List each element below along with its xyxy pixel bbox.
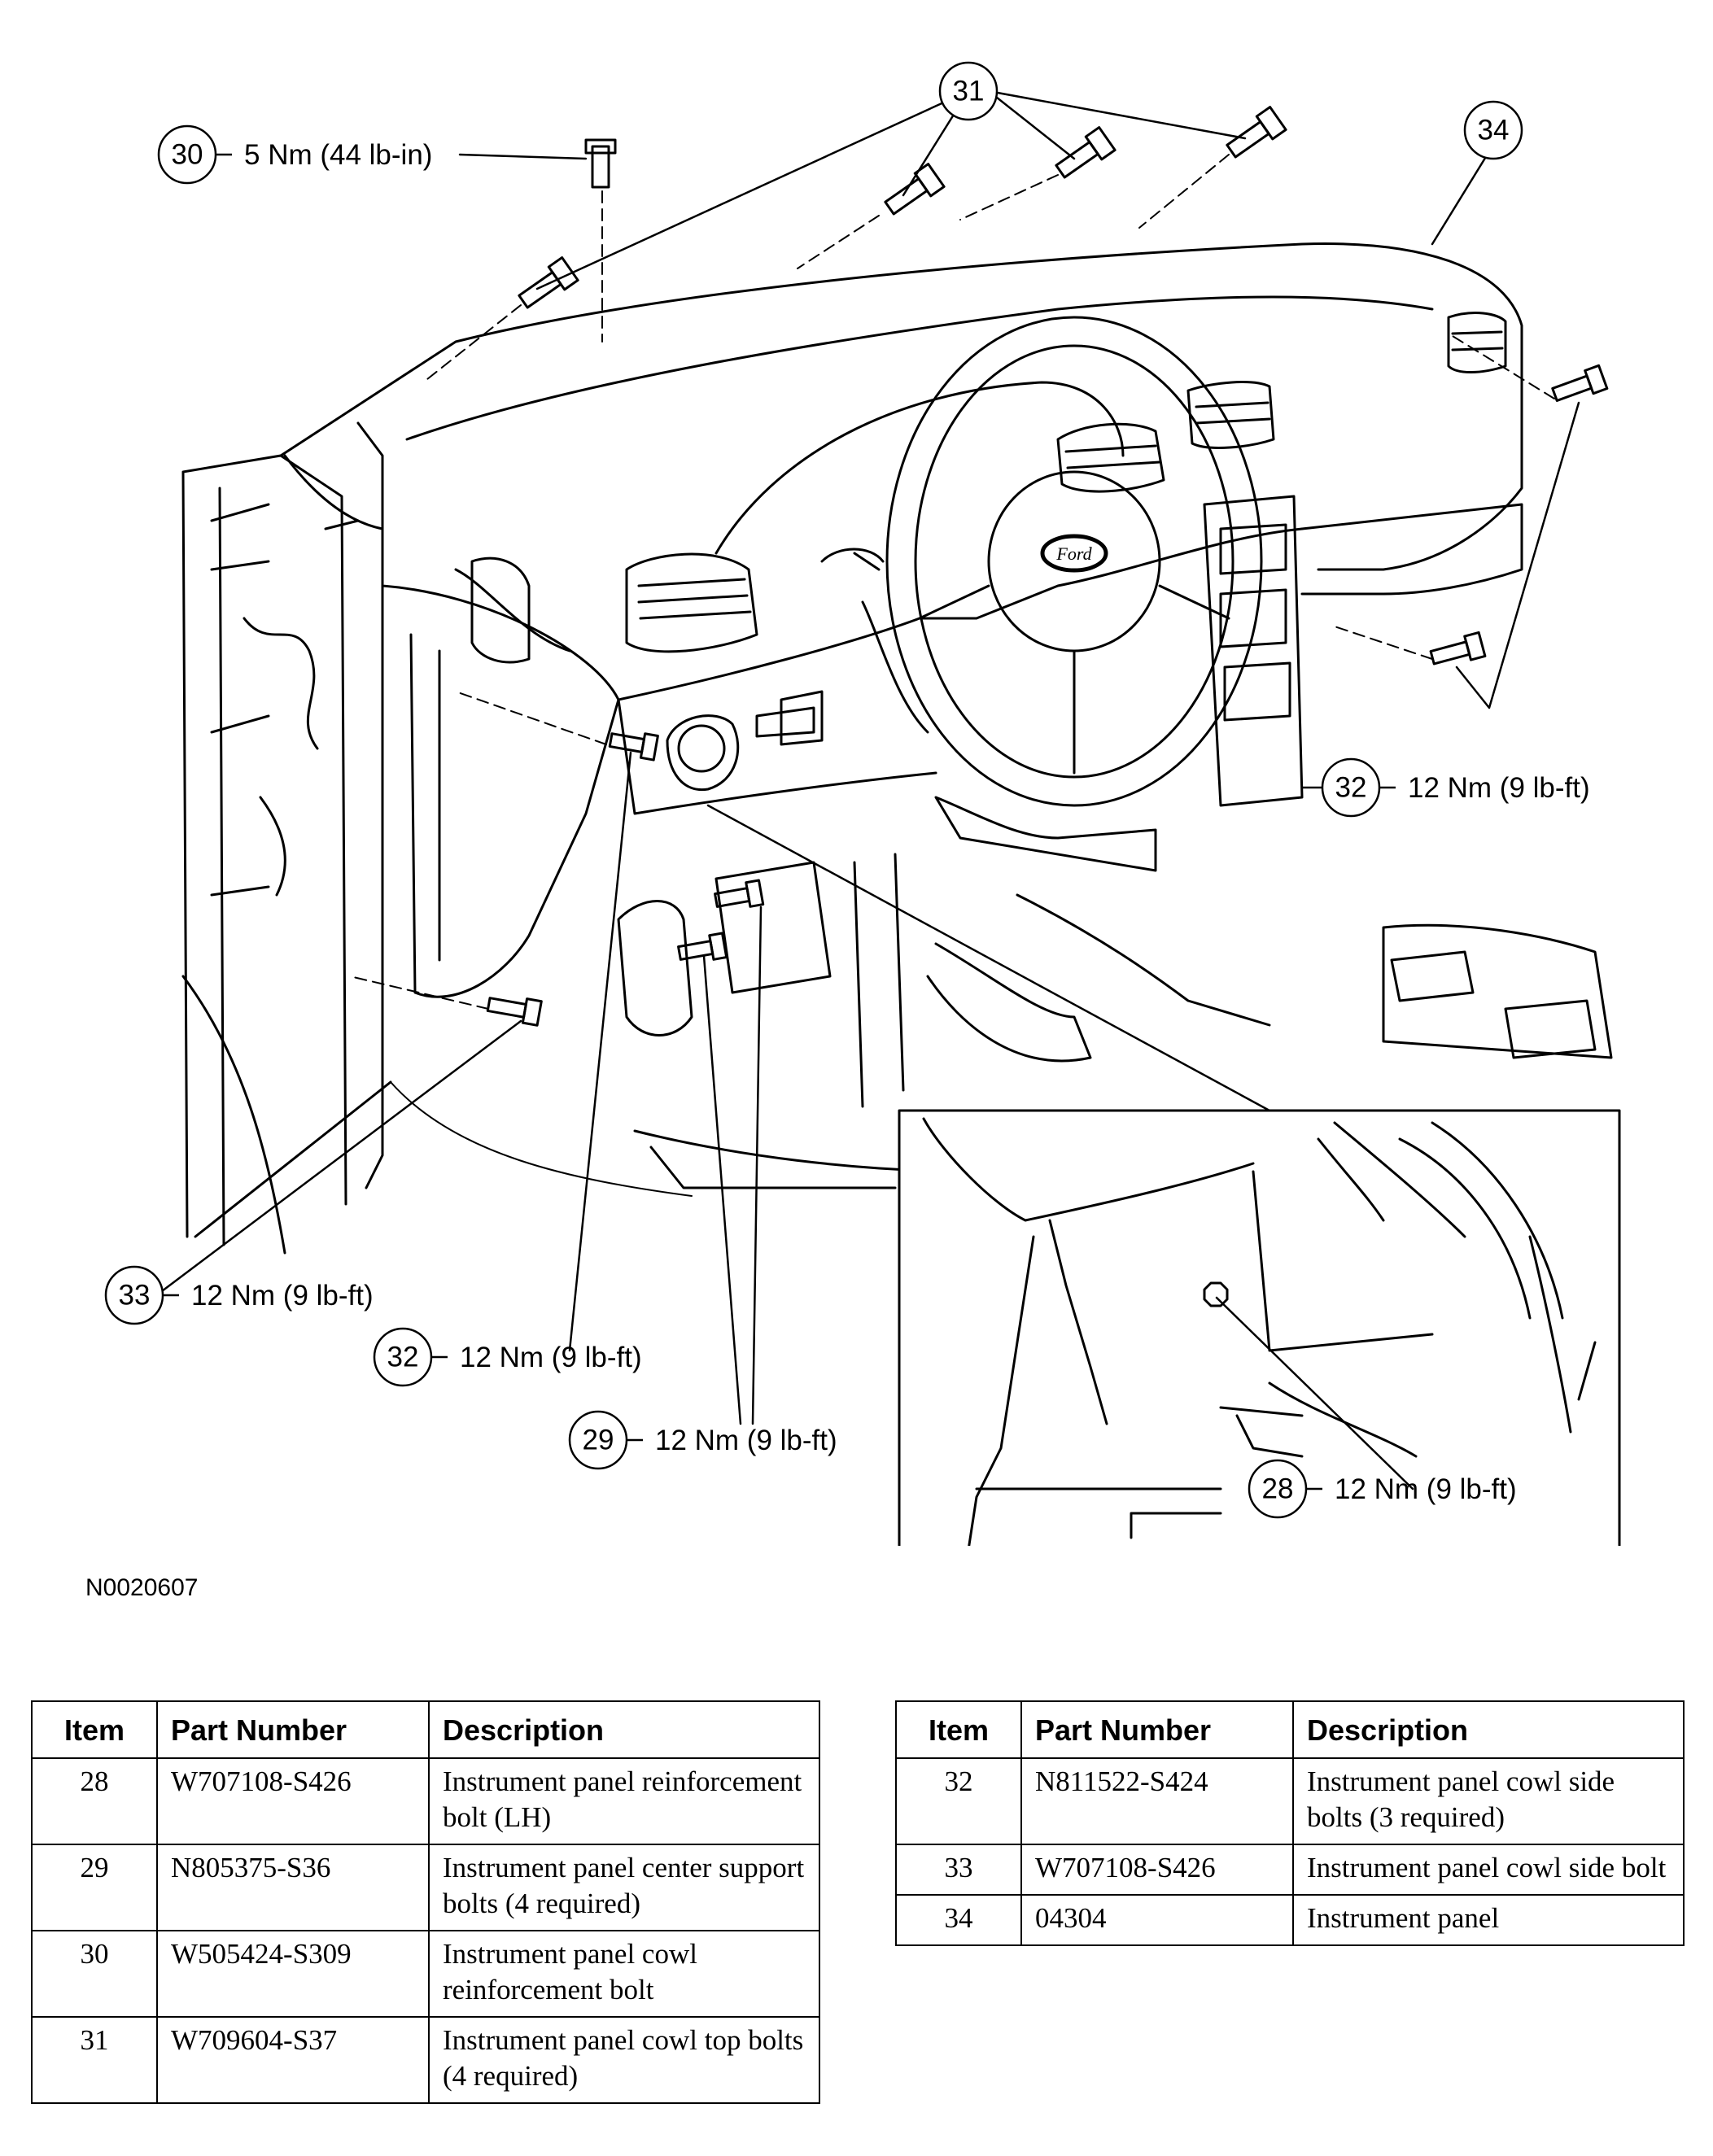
- table-row: 33 W707108-S426 Instrument panel cowl si…: [895, 1844, 1685, 1896]
- cell-description: Instrument panel cowl side bolts (3 requ…: [1292, 1757, 1685, 1845]
- bolt-31d: [1226, 106, 1287, 159]
- header-description: Description: [428, 1700, 820, 1759]
- cell-part-number: W707108-S426: [156, 1757, 430, 1845]
- instrument-panel-diagram: Ford 30 5 Nm (44 lb-in) 31 34 32 12 Nm (…: [104, 61, 1621, 1546]
- callout-torque: 12 Nm (9 lb-ft): [460, 1342, 642, 1373]
- callout-number: 32: [387, 1342, 419, 1373]
- cell-part-number: N811522-S424: [1020, 1757, 1294, 1845]
- ford-emblem-text: Ford: [1055, 543, 1092, 564]
- callout-number: 31: [953, 76, 985, 107]
- callout-torque: 12 Nm (9 lb-ft): [1335, 1473, 1517, 1505]
- cell-part-number: N805375-S36: [156, 1844, 430, 1931]
- callout-30: 30 5 Nm (44 lb-in): [157, 124, 432, 185]
- table-row: 29 N805375-S36 Instrument panel center s…: [31, 1844, 820, 1931]
- cell-item: 29: [31, 1844, 158, 1931]
- bolt-30: [584, 138, 617, 189]
- cell-description: Instrument panel cowl side bolt: [1292, 1844, 1685, 1896]
- floor-pedals-drawing: [617, 853, 1613, 1189]
- cell-description: Instrument panel reinforcement bolt (LH): [428, 1757, 820, 1845]
- figure-id: N0020607: [85, 1574, 199, 1601]
- callout-torque: 12 Nm (9 lb-ft): [191, 1280, 374, 1311]
- table-header-row: Item Part Number Description: [895, 1700, 1685, 1759]
- cell-item: 28: [31, 1757, 158, 1845]
- body-frame-drawing: [181, 421, 693, 1255]
- callout-number: 32: [1335, 772, 1367, 804]
- callout-number: 34: [1478, 115, 1510, 146]
- cell-item: 34: [895, 1894, 1022, 1946]
- callout-number: 30: [172, 139, 203, 171]
- parts-table-left: Item Part Number Description 28 W707108-…: [31, 1700, 820, 2104]
- table-row: 32 N811522-S424 Instrument panel cowl si…: [895, 1757, 1685, 1845]
- bolt-31b: [884, 163, 946, 216]
- bolt-29a: [714, 879, 765, 908]
- callout-31: 31: [938, 61, 999, 121]
- cell-part-number: W505424-S309: [156, 1930, 430, 2018]
- header-part-number: Part Number: [1020, 1700, 1294, 1759]
- table-row: 31 W709604-S37 Instrument panel cowl top…: [31, 2016, 820, 2104]
- cell-part-number: W707108-S426: [1020, 1844, 1294, 1896]
- bolt-31a: [518, 256, 579, 309]
- table-row: 34 04304 Instrument panel: [895, 1894, 1685, 1946]
- callout-32-left: 32 12 Nm (9 lb-ft): [373, 1327, 642, 1387]
- bolt-32-left: [608, 732, 659, 762]
- header-item: Item: [895, 1700, 1022, 1759]
- callout-28: 28 12 Nm (9 lb-ft): [1248, 1459, 1517, 1519]
- callout-torque: 12 Nm (9 lb-ft): [1408, 772, 1590, 804]
- callout-32-right: 32 12 Nm (9 lb-ft): [1321, 757, 1590, 818]
- callout-number: 33: [119, 1280, 151, 1311]
- callout-number: 28: [1262, 1473, 1294, 1505]
- cell-description: Instrument panel center support bolts (4…: [428, 1844, 820, 1931]
- bolts: [486, 106, 1609, 1027]
- callout-34: 34: [1463, 100, 1523, 160]
- cell-item: 33: [895, 1844, 1022, 1896]
- cell-part-number: 04304: [1020, 1894, 1294, 1946]
- cell-item: 32: [895, 1757, 1022, 1845]
- ford-emblem: Ford: [1042, 535, 1107, 571]
- cell-description: Instrument panel cowl top bolts (4 requi…: [428, 2016, 820, 2104]
- inset-bolt-28: [1203, 1281, 1229, 1307]
- bolt-32-right: [1551, 364, 1609, 402]
- bolt-29b: [677, 932, 728, 961]
- cell-description: Instrument panel: [1292, 1894, 1685, 1946]
- install-dashed-lines: [349, 154, 1555, 1010]
- table-row: 30 W505424-S309 Instrument panel cowl re…: [31, 1930, 820, 2018]
- leader-lines: [157, 89, 1580, 1490]
- callout-torque: 5 Nm (44 lb-in): [244, 139, 432, 171]
- bolt-31c: [1055, 126, 1117, 179]
- parts-table-right: Item Part Number Description 32 N811522-…: [895, 1700, 1685, 1946]
- bolt-32-center: [1429, 631, 1487, 666]
- callout-33: 33 12 Nm (9 lb-ft): [104, 1265, 374, 1325]
- table-header-row: Item Part Number Description: [31, 1700, 820, 1759]
- callout-torque: 12 Nm (9 lb-ft): [655, 1425, 837, 1456]
- header-part-number: Part Number: [156, 1700, 430, 1759]
- cell-description: Instrument panel cowl reinforcement bolt: [428, 1930, 820, 2018]
- header-description: Description: [1292, 1700, 1685, 1759]
- cell-item: 30: [31, 1930, 158, 2018]
- table-row: 28 W707108-S426 Instrument panel reinfor…: [31, 1757, 820, 1845]
- cell-item: 31: [31, 2016, 158, 2104]
- callout-29: 29 12 Nm (9 lb-ft): [568, 1410, 837, 1470]
- header-item: Item: [31, 1700, 158, 1759]
- instrument-panel-drawing: [279, 242, 1523, 998]
- bolt-33: [486, 997, 543, 1027]
- callout-number: 29: [583, 1425, 614, 1456]
- steering-wheel-drawing: [820, 316, 1263, 807]
- cell-part-number: W709604-S37: [156, 2016, 430, 2104]
